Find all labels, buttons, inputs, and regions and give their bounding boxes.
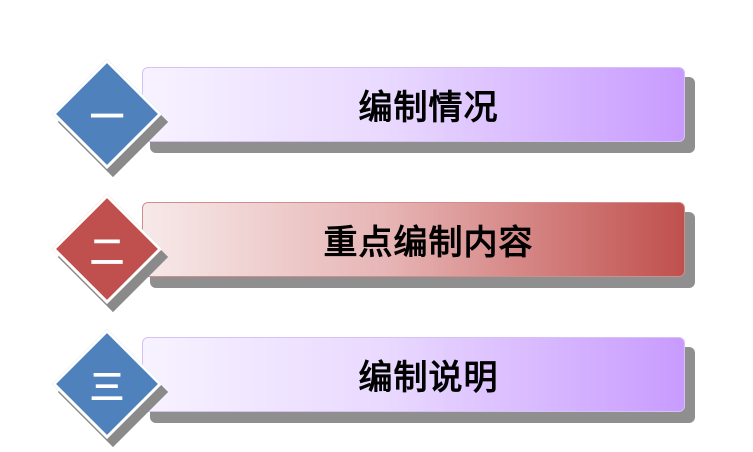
menu-label: 编制说明 (358, 358, 499, 398)
menu-bar[interactable]: 编制说明 (142, 337, 685, 412)
menu-bar[interactable]: 编制情况 (142, 67, 685, 142)
badge-numeral: 一 (90, 97, 124, 138)
menu-item-1[interactable]: 编制情况 一 (0, 57, 753, 178)
menu-bar[interactable]: 重点编制内容 (142, 202, 685, 277)
number-badge: 二 (42, 184, 172, 314)
badge-numeral: 三 (90, 367, 124, 408)
menu-label: 编制情况 (358, 88, 499, 128)
menu-item-2[interactable]: 重点编制内容 二 (0, 192, 753, 313)
menu-item-3[interactable]: 编制说明 三 (0, 327, 753, 448)
number-badge: 三 (42, 319, 172, 449)
number-badge: 一 (42, 49, 172, 179)
badge-numeral: 二 (90, 232, 124, 273)
menu-label: 重点编制内容 (323, 223, 534, 263)
